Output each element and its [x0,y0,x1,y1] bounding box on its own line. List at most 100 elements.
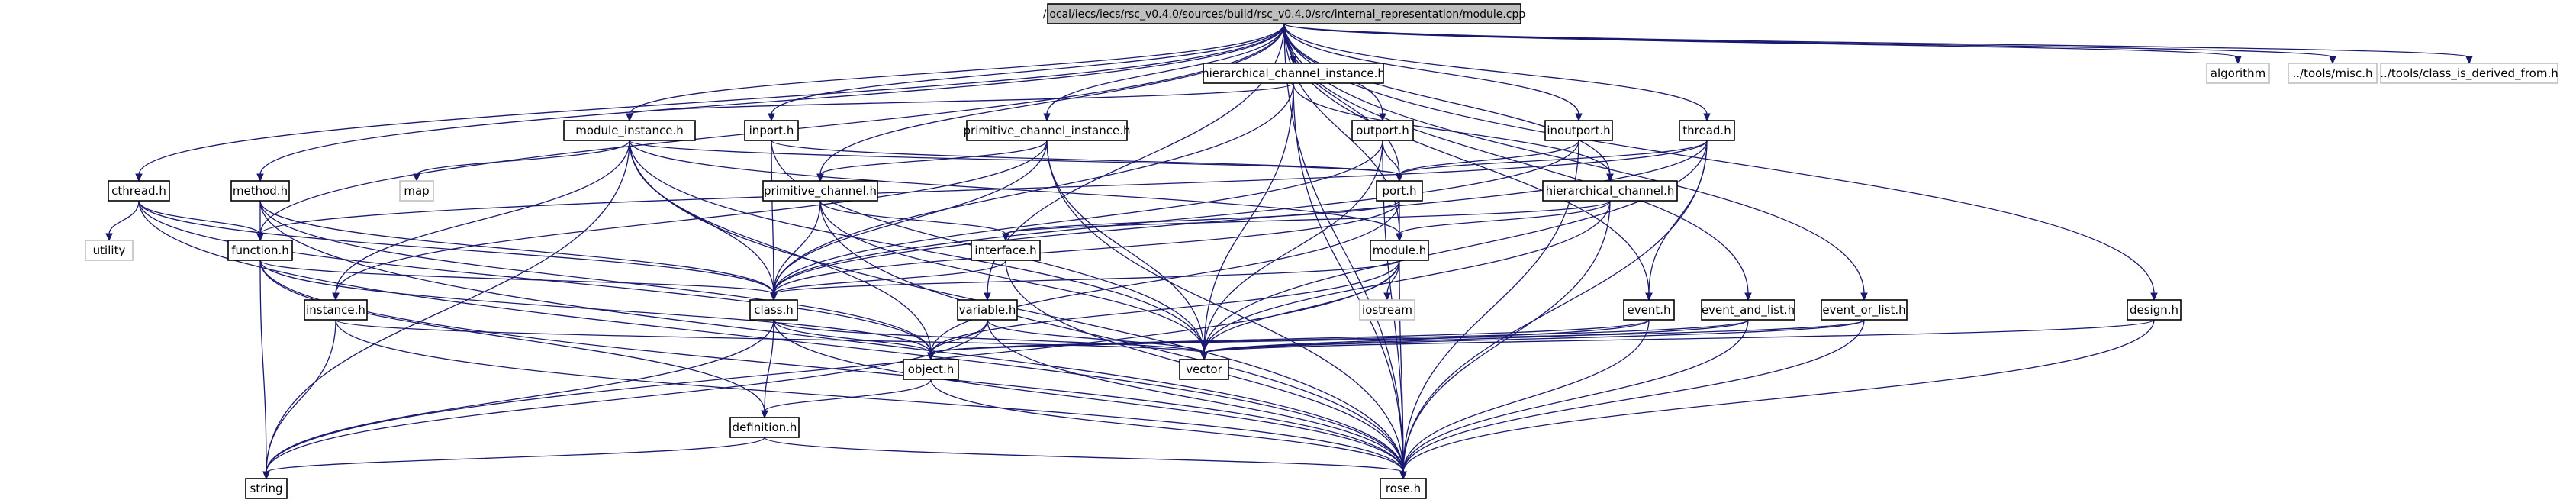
node-box-module-instance-h[interactable] [563,120,696,141]
node-class-h[interactable]: class.h [749,299,798,321]
edge-outport-h-to-class-h [773,140,1383,295]
node-box-iostream [1359,299,1415,321]
node-label-utility: utility [93,243,126,257]
node-object-h[interactable]: object.h [903,359,959,380]
node-label-event-h: event.h [1628,303,1671,317]
node-thread-h[interactable]: thread.h [1679,120,1735,141]
edge-cthread-h-to-function-h [138,200,261,235]
node-definition-h[interactable]: definition.h [729,417,800,438]
node-vector[interactable]: vector [1179,359,1229,380]
node-module-instance-h[interactable]: module_instance.h [563,120,696,141]
node-box-event-or-list-h[interactable] [1821,299,1908,321]
node-box-definition-h[interactable] [729,417,800,438]
node-box-function-h[interactable] [227,240,293,261]
node-hierarchical-channel-h[interactable]: hierarchical_channel.h [1542,180,1678,202]
node-primitive-channel-instance-h[interactable]: primitive_channel_instance.h [964,120,1131,141]
node-box-map [399,180,434,202]
node-module-cpp[interactable]: /local/iecs/iecs/rsc_v0.4.0/sources/buil… [1043,3,1526,24]
edge-port-h-to-interface-h [1005,200,1400,235]
node-box-module-h[interactable] [1370,240,1429,261]
node-interface-h[interactable]: interface.h [971,240,1041,261]
node-primitive-channel-h[interactable]: primitive_channel.h [762,180,878,202]
node-label-string: string [250,482,282,495]
node-box-rose-h[interactable] [1380,478,1427,499]
edge-module-instance-h-to-port-h [629,140,1400,176]
node-inoutport-h[interactable]: inoutport.h [1544,120,1613,141]
node-box-primitive-channel-instance-h[interactable] [966,120,1128,141]
node-label-hierarchical-channel-instance-h: hierarchical_channel_instance.h [1202,66,1385,81]
edge-primitive-channel-instance-h-to-rose-h [1046,140,1404,473]
node-box-string[interactable] [245,478,288,499]
node-event-and-list-h[interactable]: event_and_list.h [1701,299,1795,321]
node-box-vector[interactable] [1179,359,1229,380]
node-box-instance-h[interactable] [304,299,368,321]
edge-hierarchical-channel-instance-h-to-rose-h [1293,82,1404,473]
edge-variable-h-to-vector [987,319,1205,354]
arrowhead-module-cpp-to-tools-class-is-derived-from-h [2465,56,2473,65]
node-box-event-and-list-h[interactable] [1701,299,1795,321]
node-box-hierarchical-channel-h[interactable] [1542,180,1678,202]
node-box-inport-h[interactable] [744,120,799,141]
node-inport-h[interactable]: inport.h [744,120,799,141]
node-box-class-h[interactable] [749,299,798,321]
node-box-method-h[interactable] [230,180,290,202]
edge-definition-h-to-string [266,437,765,473]
node-label-definition-h: definition.h [733,421,797,434]
node-box-variable-h[interactable] [957,299,1018,321]
node-label-event-and-list-h: event_and_list.h [1702,303,1795,318]
node-box-object-h[interactable] [903,359,959,380]
node-label-hierarchical-channel-h: hierarchical_channel.h [1546,184,1675,198]
edge-variable-h-to-rose-h [987,319,1404,473]
arrowhead-primitive-channel-instance-h-to-primitive-channel-h [816,173,824,182]
edge-primitive-channel-h-to-class-h [773,200,821,295]
node-variable-h[interactable]: variable.h [957,299,1018,321]
edge-inoutport-h-to-port-h [1399,140,1579,176]
edge-hierarchical-channel-h-to-vector [1203,200,1611,354]
node-tools-misc-h: ../tools/misc.h [2288,63,2378,84]
node-label-port-h: port.h [1382,184,1416,198]
arrowhead-thread-h-to-event-h [1645,292,1653,301]
node-string[interactable]: string [245,478,288,499]
node-module-h[interactable]: module.h [1370,240,1429,261]
edge-event-and-list-h-to-rose-h [1402,319,1749,473]
edge-thread-h-to-function-h [259,140,1708,235]
node-box-interface-h[interactable] [971,240,1041,261]
edge-inoutport-h-to-rose-h [1402,140,1579,473]
node-box-outport-h[interactable] [1351,120,1414,141]
edge-function-h-to-definition-h [259,260,765,412]
node-box-primitive-channel-h[interactable] [762,180,878,202]
node-box-design-h[interactable] [2127,299,2182,321]
arrowhead-design-h-to-vector [1200,352,1208,361]
node-box-cthread-h[interactable] [108,180,170,202]
node-event-or-list-h[interactable]: event_or_list.h [1821,299,1908,321]
node-label-vector: vector [1186,363,1222,376]
node-box-port-h[interactable] [1376,180,1423,202]
node-hierarchical-channel-instance-h[interactable]: hierarchical_channel_instance.h [1202,63,1385,84]
arrowhead-module-cpp-to-thread-h [1703,113,1711,122]
edge-event-and-list-h-to-vector [1203,319,1749,354]
edge-module-instance-h-to-vector [629,140,1205,354]
node-label-primitive-channel-instance-h: primitive_channel_instance.h [964,124,1131,138]
node-function-h[interactable]: function.h [227,240,293,261]
edges-layer [105,23,2473,480]
node-port-h[interactable]: port.h [1376,180,1423,202]
node-label-design-h: design.h [2130,303,2178,317]
node-box-inoutport-h[interactable] [1544,120,1613,141]
node-rose-h[interactable]: rose.h [1380,478,1427,499]
arrowhead-cthread-h-to-utility [105,233,113,242]
node-event-h[interactable]: event.h [1623,299,1675,321]
node-outport-h[interactable]: outport.h [1351,120,1414,141]
node-method-h[interactable]: method.h [230,180,290,202]
node-box-event-h[interactable] [1623,299,1675,321]
node-box-hierarchical-channel-instance-h[interactable] [1203,63,1384,84]
edge-instance-h-to-vector [335,319,1205,354]
edge-object-h-to-definition-h [764,379,932,412]
node-label-interface-h: interface.h [974,243,1036,257]
node-instance-h[interactable]: instance.h [304,299,368,321]
node-box-thread-h[interactable] [1679,120,1735,141]
node-box-module-cpp[interactable] [1047,3,1521,24]
node-cthread-h[interactable]: cthread.h [108,180,170,202]
arrowhead-module-cpp-to-cthread-h [135,173,143,182]
node-design-h[interactable]: design.h [2127,299,2182,321]
